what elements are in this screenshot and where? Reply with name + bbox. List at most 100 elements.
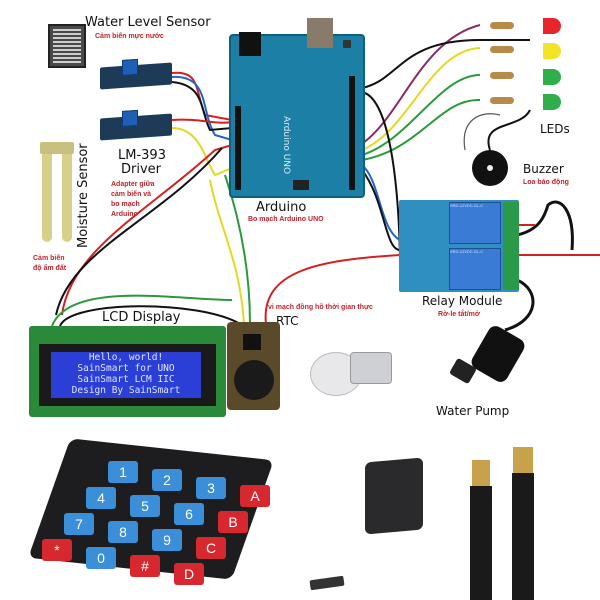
buzzer-label: Buzzer (523, 162, 564, 176)
lcd-display: Hello, world! SainSmart for UNO SainSmar… (29, 326, 226, 417)
keypad-key[interactable]: 4 (86, 487, 116, 509)
relay-1: SRD-12VDC-SL-C (449, 202, 501, 244)
keypad-key[interactable]: 7 (64, 513, 94, 535)
keypad-key[interactable]: 1 (108, 461, 138, 483)
wire-red (264, 254, 600, 325)
resistor-icon (490, 72, 514, 79)
wire-blue (171, 75, 233, 141)
keypad-key[interactable]: * (42, 539, 72, 561)
moisture-sensor-caption-2: độ ẩm đất (33, 265, 67, 272)
terminal-block (503, 202, 519, 290)
lm393-caption-3: bo mạch (111, 201, 140, 208)
moisture-sensor-label: Moisture Sensor (76, 143, 91, 248)
led-green-icon (543, 69, 561, 85)
leds-label: LEDs (540, 122, 570, 136)
rtc-caption: vi mạch đồng hồ thời gian thực (268, 304, 373, 311)
arduino-label: Arduino (256, 200, 307, 215)
wire-black (55, 147, 223, 316)
wire-yellow (171, 127, 233, 177)
water-pump-label: Water Pump (436, 404, 510, 418)
resistor-icon (490, 22, 514, 29)
keypad-key[interactable]: D (174, 563, 204, 585)
relay-label: Relay Module (422, 294, 503, 308)
lm393-label-driver: Driver (121, 162, 162, 177)
wire-black (516, 200, 574, 251)
keypad-key[interactable]: 9 (152, 529, 182, 551)
rtc-chip (243, 334, 261, 350)
keypad-key[interactable]: 0 (86, 547, 116, 569)
buzzer (472, 150, 508, 186)
keypad-key[interactable]: # (130, 555, 160, 577)
water-level-sensor-caption: Cảm biến mực nước (95, 33, 164, 40)
led-yellow-icon (543, 43, 561, 59)
usb-cable-b (470, 486, 492, 600)
lm393-caption-4: Arduino (111, 211, 138, 218)
lcd-line: Hello, world! (88, 352, 164, 363)
wire-green (51, 294, 233, 327)
wire-purple (359, 24, 481, 146)
rtc-module (227, 322, 280, 410)
keypad-key[interactable]: 2 (152, 469, 182, 491)
wire-black (487, 109, 531, 151)
led-resistor-array (490, 18, 570, 118)
lcd-line: Design By SainSmart (71, 385, 181, 396)
wire-yellow (209, 179, 245, 325)
arduino-caption: Bo mạch Arduino UNO (248, 216, 324, 223)
usb-port (307, 18, 333, 48)
led-red-icon (543, 18, 561, 34)
keypad-key[interactable]: C (196, 537, 226, 559)
keypad-key[interactable]: 5 (130, 495, 160, 517)
water-level-sensor-label: Water Level Sensor (85, 15, 211, 30)
led-green-icon (543, 94, 561, 110)
wire-blue (361, 164, 401, 241)
keypad-key[interactable]: A (240, 485, 270, 507)
wire-green (361, 98, 481, 161)
wire-black (361, 169, 401, 251)
potentiometer-icon (122, 58, 138, 76)
wire-red (61, 144, 233, 316)
power-header (235, 106, 241, 190)
potentiometer-icon (122, 109, 138, 127)
lm393-label: LM-393 (118, 148, 166, 163)
arduino-board-text: Arduino UNO (281, 116, 291, 175)
keypad-key[interactable]: B (218, 511, 248, 533)
moisture-sensor (40, 142, 74, 246)
lcd-screen: Hello, world! SainSmart for UNO SainSmar… (51, 352, 201, 398)
usb-b-connector (472, 460, 490, 486)
keypad-key[interactable]: 8 (108, 521, 138, 543)
power-adapter (365, 457, 423, 535)
power-jack (239, 32, 261, 56)
usb-a-connector (513, 447, 533, 473)
relay-caption: Rờ-le tắt/mở (438, 311, 480, 318)
lcd-label: LCD Display (102, 310, 181, 325)
reset-button (343, 40, 351, 48)
water-level-sensor (48, 24, 86, 68)
lcd-line: SainSmart for UNO (77, 363, 175, 374)
lcd-line: SainSmart LCM IIC (77, 374, 175, 385)
moisture-sensor-caption-1: Cảm biến (33, 255, 65, 262)
usb-cable-a (512, 473, 534, 600)
wire-yellow (361, 47, 481, 151)
buzzer-caption: Loa báo động (523, 179, 569, 186)
keypad-key[interactable]: 3 (196, 477, 226, 499)
digital-header (349, 76, 355, 190)
keypad-key[interactable]: 6 (174, 503, 204, 525)
wire-black (361, 39, 530, 89)
relay-2: SRD-12VDC-SL-C (449, 248, 501, 290)
arduino-uno-board: Arduino UNO (229, 18, 365, 198)
relay-module: SRD-12VDC-SL-C SRD-12VDC-SL-C (399, 200, 519, 292)
resistor-icon (490, 97, 514, 104)
wire-green (361, 74, 481, 156)
wire-red (171, 118, 233, 124)
rtc-label: RTC (276, 314, 299, 328)
wire-black (504, 278, 535, 332)
wire-black (59, 305, 241, 327)
lm393-caption-2: cảm biến và (111, 191, 152, 198)
resistor-icon (490, 46, 514, 53)
lm393-caption-1: Adapter giữa (111, 181, 155, 188)
wire-black (463, 113, 501, 151)
wire-black (171, 81, 233, 132)
icsp-header (293, 180, 309, 190)
water-pump (300, 340, 395, 410)
